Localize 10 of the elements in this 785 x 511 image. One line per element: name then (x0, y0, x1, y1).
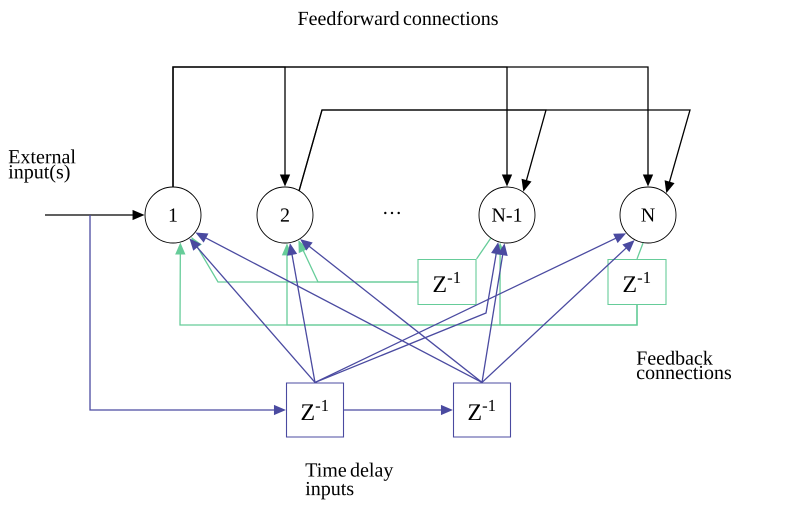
input-label: External input(s) (8, 149, 76, 183)
delay-box: Z$^{-1}$ (452, 382, 512, 438)
section-label: Feedback connections (636, 350, 732, 380)
delay-box: Z$^{-1}$ (286, 382, 344, 438)
section-label: Time delay inputs (306, 462, 394, 500)
heading: Feedforward connections (298, 10, 498, 26)
ellipsis: … (384, 212, 400, 214)
delay-box: Z$^{-1}$ (417, 258, 477, 306)
arrow (172, 66, 654, 187)
delay-box: Z$^{-1}$ (607, 258, 667, 306)
